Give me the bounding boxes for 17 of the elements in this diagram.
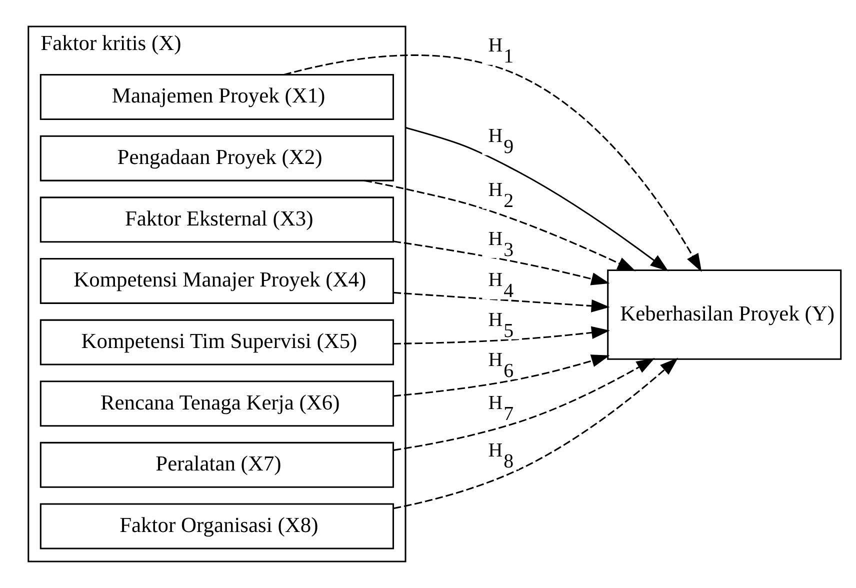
node-box: Kompetensi Manajer Proyek (X4) <box>39 258 394 304</box>
node-box: Rencana Tenaga Kerja (X6) <box>39 380 394 427</box>
arrow <box>392 354 610 397</box>
node-box: Manajemen Proyek (X1) <box>39 74 394 120</box>
arrow <box>392 326 610 344</box>
node-box: Faktor Organisasi (X8) <box>39 503 394 550</box>
arrow <box>283 54 702 272</box>
node-box: Pengadaan Proyek (X2) <box>39 135 394 182</box>
arrow <box>392 358 678 510</box>
arrow <box>392 292 610 312</box>
arrow <box>392 358 654 451</box>
node-box: Peralatan (X7) <box>39 442 394 488</box>
node-box: Keberhasilan Proyek (Y) <box>606 269 842 360</box>
node-box: Kompetensi Tim Supervisi (X5) <box>39 319 394 366</box>
node-box: Faktor Eksternal (X3) <box>39 196 394 243</box>
arrow <box>392 240 610 286</box>
arrow <box>404 126 668 272</box>
